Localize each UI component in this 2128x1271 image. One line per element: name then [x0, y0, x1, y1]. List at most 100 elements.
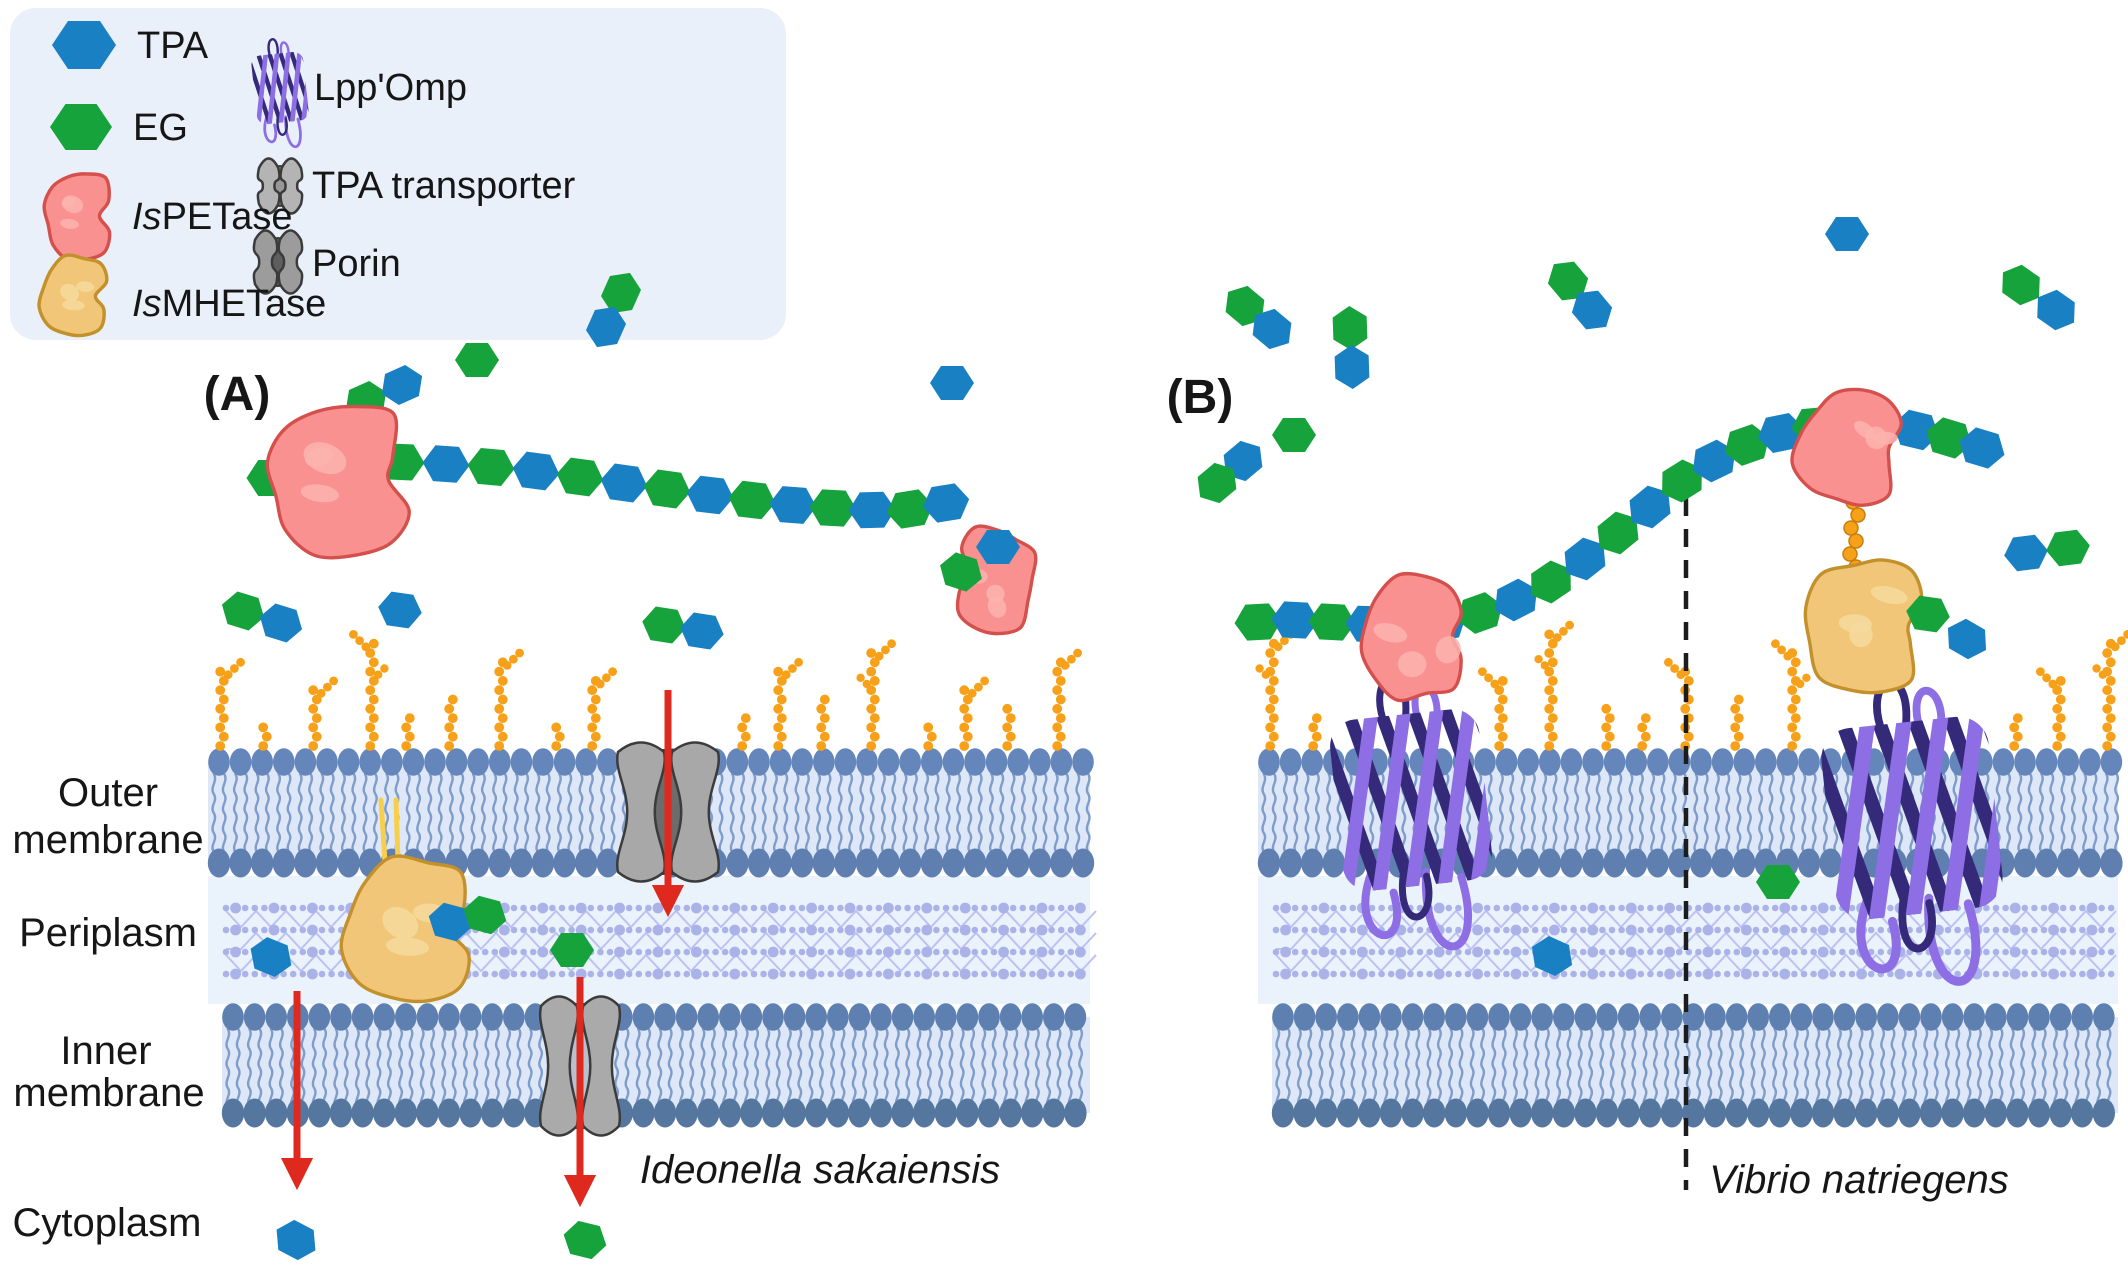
tpa-molecule — [680, 612, 724, 650]
ispetase-enzyme — [1790, 387, 1903, 507]
eg-molecule — [1272, 418, 1316, 452]
tpa-unit — [512, 451, 560, 491]
tpa-molecule — [2037, 289, 2075, 331]
inner-membrane-bilayer — [1271, 1003, 2118, 1128]
eg-unit — [467, 448, 515, 486]
tpa-molecule — [276, 1219, 316, 1261]
transport-arrows — [280, 690, 685, 1208]
ismhetase-enzyme — [1803, 558, 1924, 695]
tpa-molecule — [1334, 345, 1370, 389]
tpa-molecule — [1571, 290, 1613, 330]
eg-molecule — [221, 591, 265, 631]
legend-label-tpa-transporter: TPA transporter — [312, 165, 576, 207]
eg-molecule — [1332, 306, 1368, 350]
tpa-unit — [1495, 578, 1537, 622]
eg-molecule — [463, 895, 507, 935]
eg-unit — [1597, 511, 1639, 555]
diagram-text-layer: TPA EG IsPETase IsMHETase Lpp'Omp TPA tr… — [12, 25, 2008, 1245]
eg-molecule — [455, 343, 499, 377]
label-inner-membrane-line1: Inner — [60, 1029, 151, 1073]
eg-unit — [1457, 592, 1503, 634]
ismhetase-enzyme — [339, 854, 471, 1004]
eg-unit — [728, 480, 776, 520]
tpa-molecule — [250, 937, 292, 977]
eg-molecule — [1756, 865, 1800, 899]
legend-label-porin: Porin — [312, 243, 401, 285]
tpa-unit — [686, 475, 734, 515]
legend-label-ispetase-rest: PETase — [162, 196, 293, 238]
label-periplasm: Periplasm — [19, 911, 197, 955]
tpa-molecule — [1531, 935, 1573, 977]
label-outer-membrane-line2: membrane — [12, 818, 203, 862]
eg-unit — [1926, 417, 1972, 459]
tpa-unit — [1692, 439, 1736, 483]
eg-unit — [886, 489, 934, 529]
eg-unit — [1531, 560, 1571, 604]
tpa-transporter-channel — [256, 157, 304, 215]
free-molecules — [221, 217, 2090, 1261]
tpa-molecule — [2004, 534, 2048, 572]
eg-molecule — [1547, 261, 1589, 301]
eg-unit — [556, 457, 604, 497]
legend-blue-hex-icon — [52, 21, 116, 69]
eg-unit — [1308, 603, 1356, 641]
lpp-omp-barrel — [250, 38, 310, 148]
legend — [10, 8, 786, 340]
tpa-molecule — [930, 366, 974, 400]
tpa-molecule — [1252, 308, 1292, 350]
eg-molecule — [550, 933, 594, 967]
label-outer-membrane-line1: Outer — [58, 771, 158, 815]
legend-label-ispetase-prefix: Is — [132, 196, 162, 238]
legend-label-ismhetase: IsMHETase — [132, 283, 326, 325]
eg-molecule — [1197, 462, 1237, 504]
eg-molecule — [600, 272, 642, 314]
label-species-vibrio: Vibrio natriegens — [1709, 1158, 2008, 1202]
eg-molecule — [1225, 285, 1265, 327]
pet-polymer-chain-a — [377, 443, 970, 529]
mouth-molecules — [428, 530, 1987, 942]
ispetase-enzyme — [265, 404, 411, 560]
eg-molecule — [642, 606, 686, 644]
mhetase-lipid-anchors — [378, 797, 401, 865]
tpa-unit — [769, 486, 817, 524]
legend-green-hex-icon — [50, 104, 112, 150]
lps-sugar-chains — [215, 630, 1082, 751]
legend-ispetase-icon — [42, 172, 112, 263]
inner-membrane-bilayer — [221, 1003, 1090, 1128]
tpa-unit — [1564, 537, 1606, 581]
diagram-graphics — [10, 8, 2128, 1261]
tpa-unit — [1629, 485, 1671, 529]
legend-label-ismhetase-rest: MHETase — [162, 283, 327, 325]
eg-molecule — [940, 552, 982, 592]
tpa-unit — [1893, 409, 1939, 451]
eg-unit — [1234, 603, 1282, 641]
label-cytoplasm: Cytoplasm — [13, 1201, 202, 1245]
legend-label-ispetase: IsPETase — [132, 196, 293, 238]
label-inner-membrane-line2: membrane — [13, 1071, 204, 1115]
label-species-ideonella: Ideonella sakaiensis — [640, 1148, 1000, 1192]
eg-unit — [1662, 459, 1702, 503]
ispetase-enzyme — [1359, 571, 1463, 703]
tpa-unit — [1959, 427, 2005, 469]
eg-molecule — [563, 1220, 607, 1260]
legend-label-tpa: TPA — [137, 25, 209, 67]
tpa-unit — [848, 491, 896, 529]
tpa-molecule — [1947, 618, 1987, 660]
tpa-molecule — [428, 902, 472, 942]
tpa-unit — [922, 483, 970, 523]
tpa-molecule — [585, 306, 627, 348]
eg-unit — [1724, 424, 1770, 466]
tpa-molecule — [1825, 217, 1869, 251]
lps-sugar-chains — [1255, 620, 2128, 751]
eg-molecule — [2046, 529, 2090, 567]
tpa-unit — [1757, 413, 1805, 453]
legend-label-lppomp: Lpp'Omp — [314, 67, 467, 109]
eg-unit — [809, 489, 857, 527]
legend-label-eg: EG — [133, 107, 188, 149]
legend-ismhetase-icon — [37, 253, 109, 338]
legend-label-ismhetase-prefix: Is — [132, 283, 162, 325]
tpa-molecule — [381, 364, 423, 406]
tpa-molecule — [259, 603, 303, 643]
tpa-unit — [1271, 601, 1319, 639]
